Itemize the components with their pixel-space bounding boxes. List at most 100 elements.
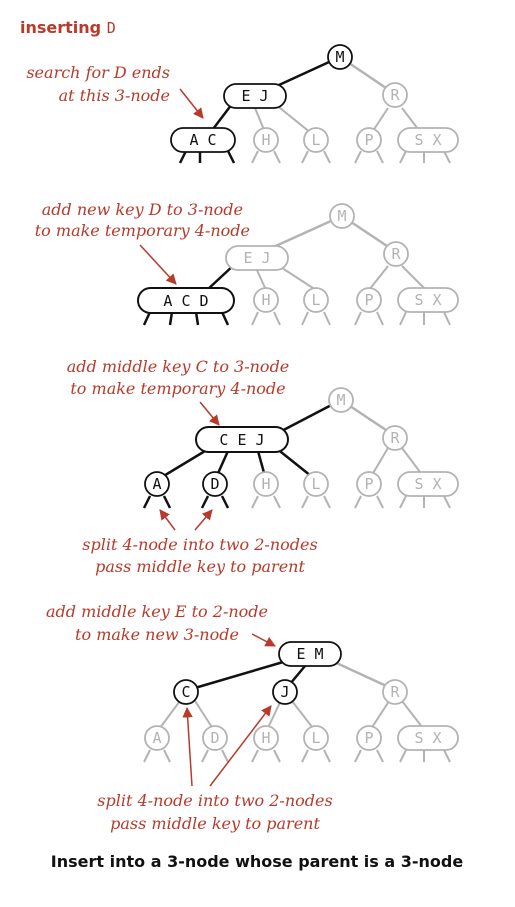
svg-text:R: R	[390, 429, 400, 447]
svg-text:J: J	[280, 683, 289, 701]
step-2-node-L: L	[303, 287, 329, 313]
svg-text:D: D	[210, 475, 219, 493]
step-2-link	[368, 265, 389, 291]
step-2-annotation-line-2: to make temporary 4-node	[35, 221, 250, 240]
step-4-node-P: P	[356, 725, 382, 751]
svg-text:R: R	[390, 683, 400, 701]
svg-text:C: C	[181, 683, 190, 701]
step-1-node-M: M	[327, 44, 353, 70]
svg-text:C E J: C E J	[219, 431, 264, 449]
step-2-link	[401, 265, 427, 291]
step-1: search for D ends at this 3-node M E J R…	[26, 44, 459, 164]
step-4-node-C: C	[173, 679, 199, 705]
step-2-node-R: R	[383, 241, 409, 267]
svg-text:P: P	[364, 729, 373, 747]
step-4-note-line-2: pass middle key to parent	[110, 814, 320, 833]
step-2-null-links	[251, 311, 451, 326]
step-2-node-H: H	[253, 287, 279, 313]
step-4-note-arrow-right	[209, 705, 272, 787]
step-3-annotation-line-1: add middle key C to 3-node	[67, 357, 290, 376]
step-4-null-links	[143, 749, 451, 763]
svg-text:M: M	[335, 48, 344, 66]
step-3-node-M: M	[328, 387, 354, 413]
svg-text:P: P	[364, 291, 373, 309]
step-3-node-A: A	[144, 471, 170, 497]
step-2-node-SX: S X	[397, 287, 459, 313]
step-2-null-links	[142, 311, 230, 326]
step-3-note-line-1: split 4-node into two 2-nodes	[82, 535, 317, 554]
step-2-node-ACD: A C D	[137, 287, 235, 314]
svg-text:L: L	[311, 475, 320, 493]
svg-text:A C: A C	[189, 131, 216, 149]
svg-text:S X: S X	[414, 729, 441, 747]
step-1-null-links	[251, 150, 451, 164]
svg-text:R: R	[390, 86, 400, 104]
step-2-link	[255, 267, 267, 291]
step-4-link	[187, 658, 291, 692]
svg-text:R: R	[391, 245, 401, 263]
step-1-pointer-arrow	[179, 88, 204, 119]
step-3-note-line-2: pass middle key to parent	[95, 557, 305, 576]
svg-text:S X: S X	[414, 291, 441, 309]
step-4-node-A: A	[144, 725, 170, 751]
svg-text:A: A	[152, 729, 161, 747]
step-3-null-links	[251, 495, 451, 509]
svg-text:M: M	[336, 391, 345, 409]
step-4-node-J: J	[272, 679, 298, 705]
step-1-annotation-line-2: at this 3-node	[59, 86, 170, 105]
step-3-node-D: D	[202, 471, 228, 497]
step-3: add middle key C to 3-node to make tempo…	[67, 357, 459, 576]
step-3-node-CEJ: C E J	[195, 426, 289, 453]
svg-text:H: H	[261, 475, 270, 493]
svg-text:E J: E J	[241, 87, 268, 105]
step-4-node-EM: E M	[278, 641, 342, 667]
svg-text:M: M	[337, 207, 346, 225]
step-4-node-D: D	[202, 725, 228, 751]
svg-text:E M: E M	[296, 645, 323, 663]
step-4-node-SX: S X	[397, 725, 459, 751]
step-3-note-arrow-left	[159, 509, 176, 531]
svg-text:D: D	[210, 729, 219, 747]
step-2-node-EJ: E J	[225, 245, 289, 271]
step-4-note-line-1: split 4-node into two 2-nodes	[97, 791, 332, 810]
step-1-node-AC: A C	[170, 127, 236, 153]
step-1-node-SX: S X	[397, 127, 459, 153]
step-1-node-EJ: E J	[223, 83, 287, 109]
step-3-node-SX: S X	[397, 471, 459, 497]
step-3-node-P: P	[356, 471, 382, 497]
step-4-node-L: L	[303, 725, 329, 751]
step-1-null-links	[178, 150, 236, 164]
step-2-annotation-line-1: add new key D to 3-node	[42, 200, 243, 219]
svg-text:H: H	[261, 729, 270, 747]
step-2-node-P: P	[356, 287, 382, 313]
svg-text:L: L	[311, 131, 320, 149]
svg-text:A: A	[152, 475, 161, 493]
step-2-pointer-arrow	[139, 244, 177, 285]
svg-text:L: L	[311, 729, 320, 747]
heading: inserting D	[20, 18, 116, 37]
step-1-node-H: H	[253, 127, 279, 153]
step-3-node-R: R	[382, 425, 408, 451]
step-1-node-P: P	[356, 127, 382, 153]
svg-text:A C D: A C D	[163, 292, 208, 310]
step-4: add middle key E to 2-node to make new 3…	[46, 602, 459, 833]
step-2: add new key D to 3-node to make temporar…	[35, 200, 459, 326]
svg-text:H: H	[261, 131, 270, 149]
step-4-annotation-line-2: to make new 3-node	[75, 625, 239, 644]
svg-text:H: H	[261, 291, 270, 309]
step-1-node-R: R	[382, 82, 408, 108]
step-1-node-L: L	[303, 127, 329, 153]
svg-text:P: P	[364, 475, 373, 493]
svg-text:S X: S X	[414, 131, 441, 149]
svg-text:L: L	[311, 291, 320, 309]
step-3-note-arrow-right	[194, 509, 213, 531]
step-4-node-H: H	[253, 725, 279, 751]
figure-caption: Insert into a 3-node whose parent is a 3…	[51, 852, 464, 871]
svg-text:P: P	[364, 131, 373, 149]
step-3-node-L: L	[303, 471, 329, 497]
step-3-pointer-arrow	[199, 401, 220, 426]
step-4-note-arrow-left	[182, 706, 193, 787]
step-3-null-links	[142, 495, 230, 509]
step-4-node-R: R	[382, 679, 408, 705]
